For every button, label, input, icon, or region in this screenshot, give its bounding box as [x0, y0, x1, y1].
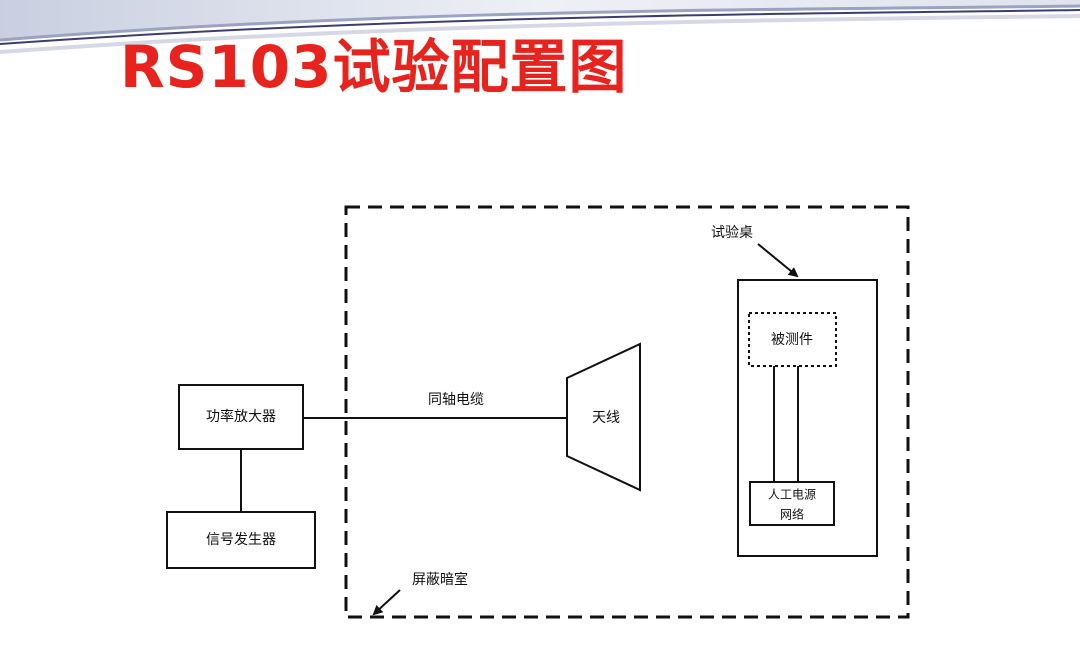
lisn-label-line2: 网络: [780, 507, 804, 522]
lisn-box: [749, 481, 835, 526]
antenna-label: 天线: [592, 410, 620, 426]
signal-generator-box: [166, 511, 316, 569]
shielded-room-pointer-arrow: [372, 589, 401, 616]
shielded-room-boundary: [344, 205, 910, 619]
lisn-label-line1: 人工电源: [768, 488, 816, 502]
power-amplifier-label: 功率放大器: [206, 408, 276, 425]
signal-generator-label: 信号发生器: [206, 532, 276, 548]
shielded-room-label: 屏蔽暗室: [412, 571, 468, 588]
test-table-pointer-arrow: [757, 243, 799, 278]
slide-title: RS103试验配置图: [120, 33, 628, 101]
eut-box: [748, 312, 837, 367]
test-table-label: 试验桌: [711, 225, 753, 241]
antenna-shape: [566, 342, 641, 492]
slide-header-decoration: [0, 0, 1080, 54]
eut-label: 被测件: [771, 332, 813, 348]
coax-cable-label: 同轴电缆: [428, 392, 484, 408]
